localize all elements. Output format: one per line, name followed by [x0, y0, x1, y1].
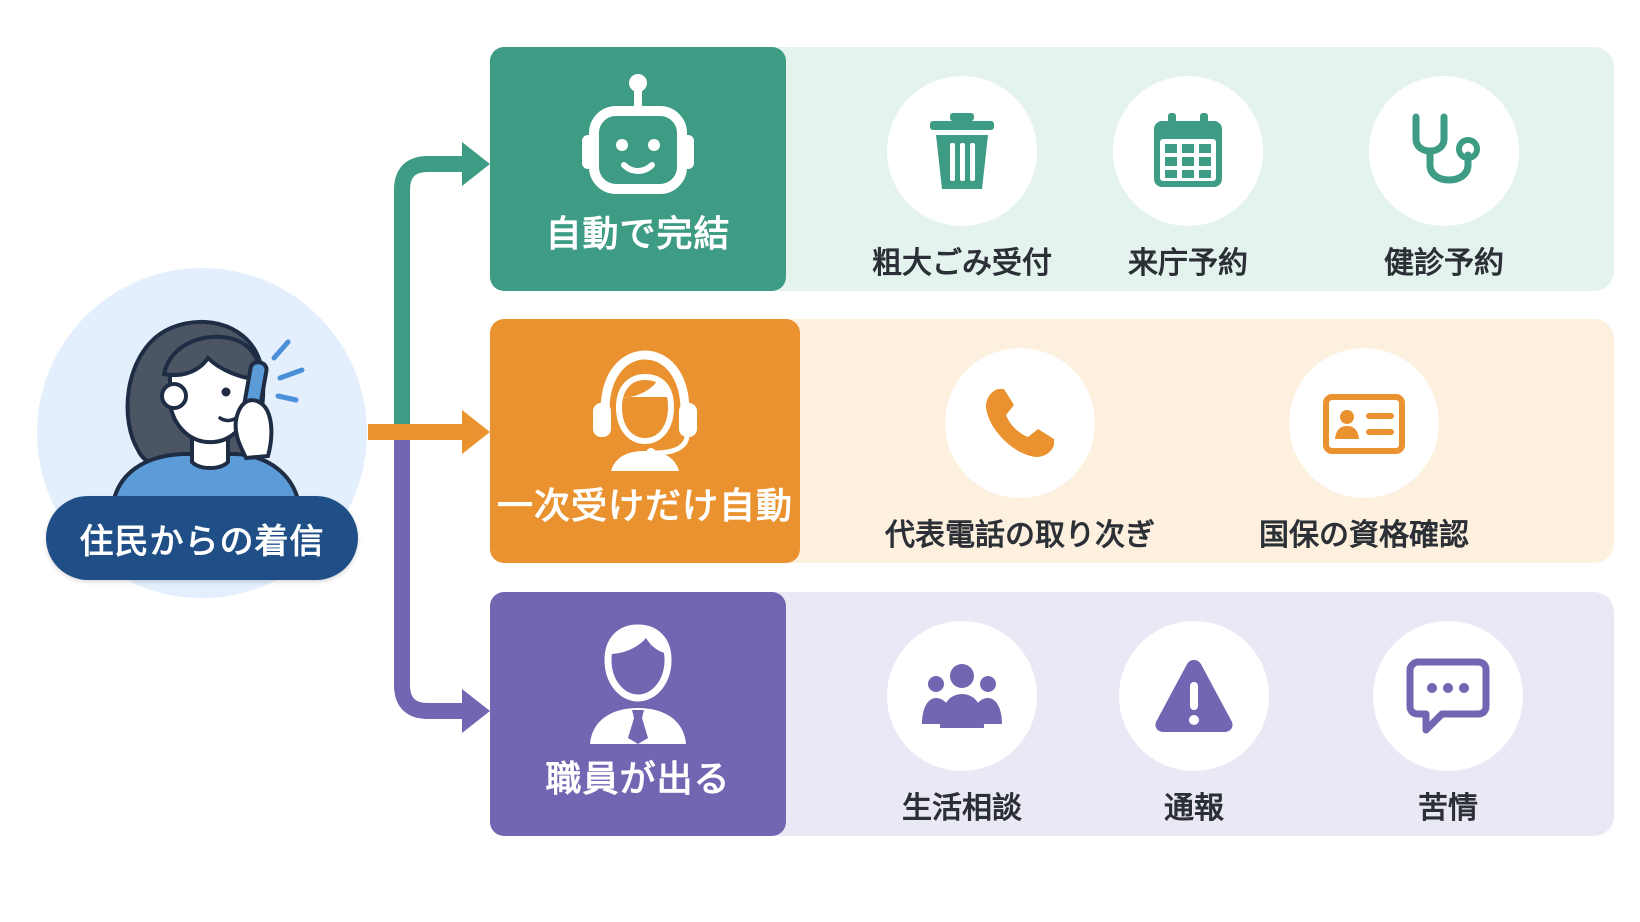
trash-can-icon — [930, 113, 994, 189]
route-head-auto-complete: 自動で完結 — [490, 47, 786, 291]
arrow-to-staff — [394, 432, 470, 719]
group-icon — [922, 664, 1002, 728]
option-label: 通報 — [1164, 791, 1224, 826]
chat-bubble-icon — [1406, 658, 1490, 734]
option-label: 粗大ごみ受付 — [872, 246, 1052, 281]
arrow-to-auto-complete — [394, 156, 470, 432]
phone-icon — [986, 389, 1054, 457]
option-switchboard-transfer[interactable]: 代表電話の取り次ぎ — [870, 348, 1170, 554]
route-label-first-response: 一次受けだけ自動 — [496, 486, 793, 527]
option-insurance-check[interactable]: 国保の資格確認 — [1214, 348, 1514, 554]
calendar-icon — [1154, 113, 1222, 187]
option-life-consultation[interactable]: 生活相談 — [862, 621, 1062, 827]
option-report[interactable]: 通報 — [1094, 621, 1294, 827]
route-label-auto-complete: 自動で完結 — [545, 214, 731, 255]
option-visit-reservation[interactable]: 来庁予約 — [1088, 76, 1288, 282]
route-head-first-response: 一次受けだけ自動 — [490, 319, 800, 563]
headset-operator-icon — [593, 350, 697, 471]
id-card-icon — [1323, 394, 1405, 454]
option-label: 代表電話の取り次ぎ — [885, 518, 1155, 553]
option-label: 生活相談 — [902, 791, 1022, 826]
woman-on-phone-icon — [109, 319, 305, 510]
option-label: 来庁予約 — [1128, 246, 1248, 281]
option-label: 健診予約 — [1384, 246, 1504, 281]
option-label: 苦情 — [1418, 791, 1478, 826]
warning-icon — [1155, 660, 1233, 732]
caller-label: 住民からの着信 — [46, 496, 358, 580]
stethoscope-icon — [1412, 113, 1480, 184]
route-label-staff: 職員が出る — [545, 759, 731, 800]
option-label: 国保の資格確認 — [1259, 518, 1469, 553]
robot-icon — [582, 74, 694, 194]
option-health-checkup[interactable]: 健診予約 — [1344, 76, 1544, 282]
option-complaint[interactable]: 苦情 — [1348, 621, 1548, 827]
route-head-staff: 職員が出る — [490, 592, 786, 836]
option-bulky-waste[interactable]: 粗大ごみ受付 — [862, 76, 1062, 282]
staff-person-icon — [590, 624, 686, 744]
